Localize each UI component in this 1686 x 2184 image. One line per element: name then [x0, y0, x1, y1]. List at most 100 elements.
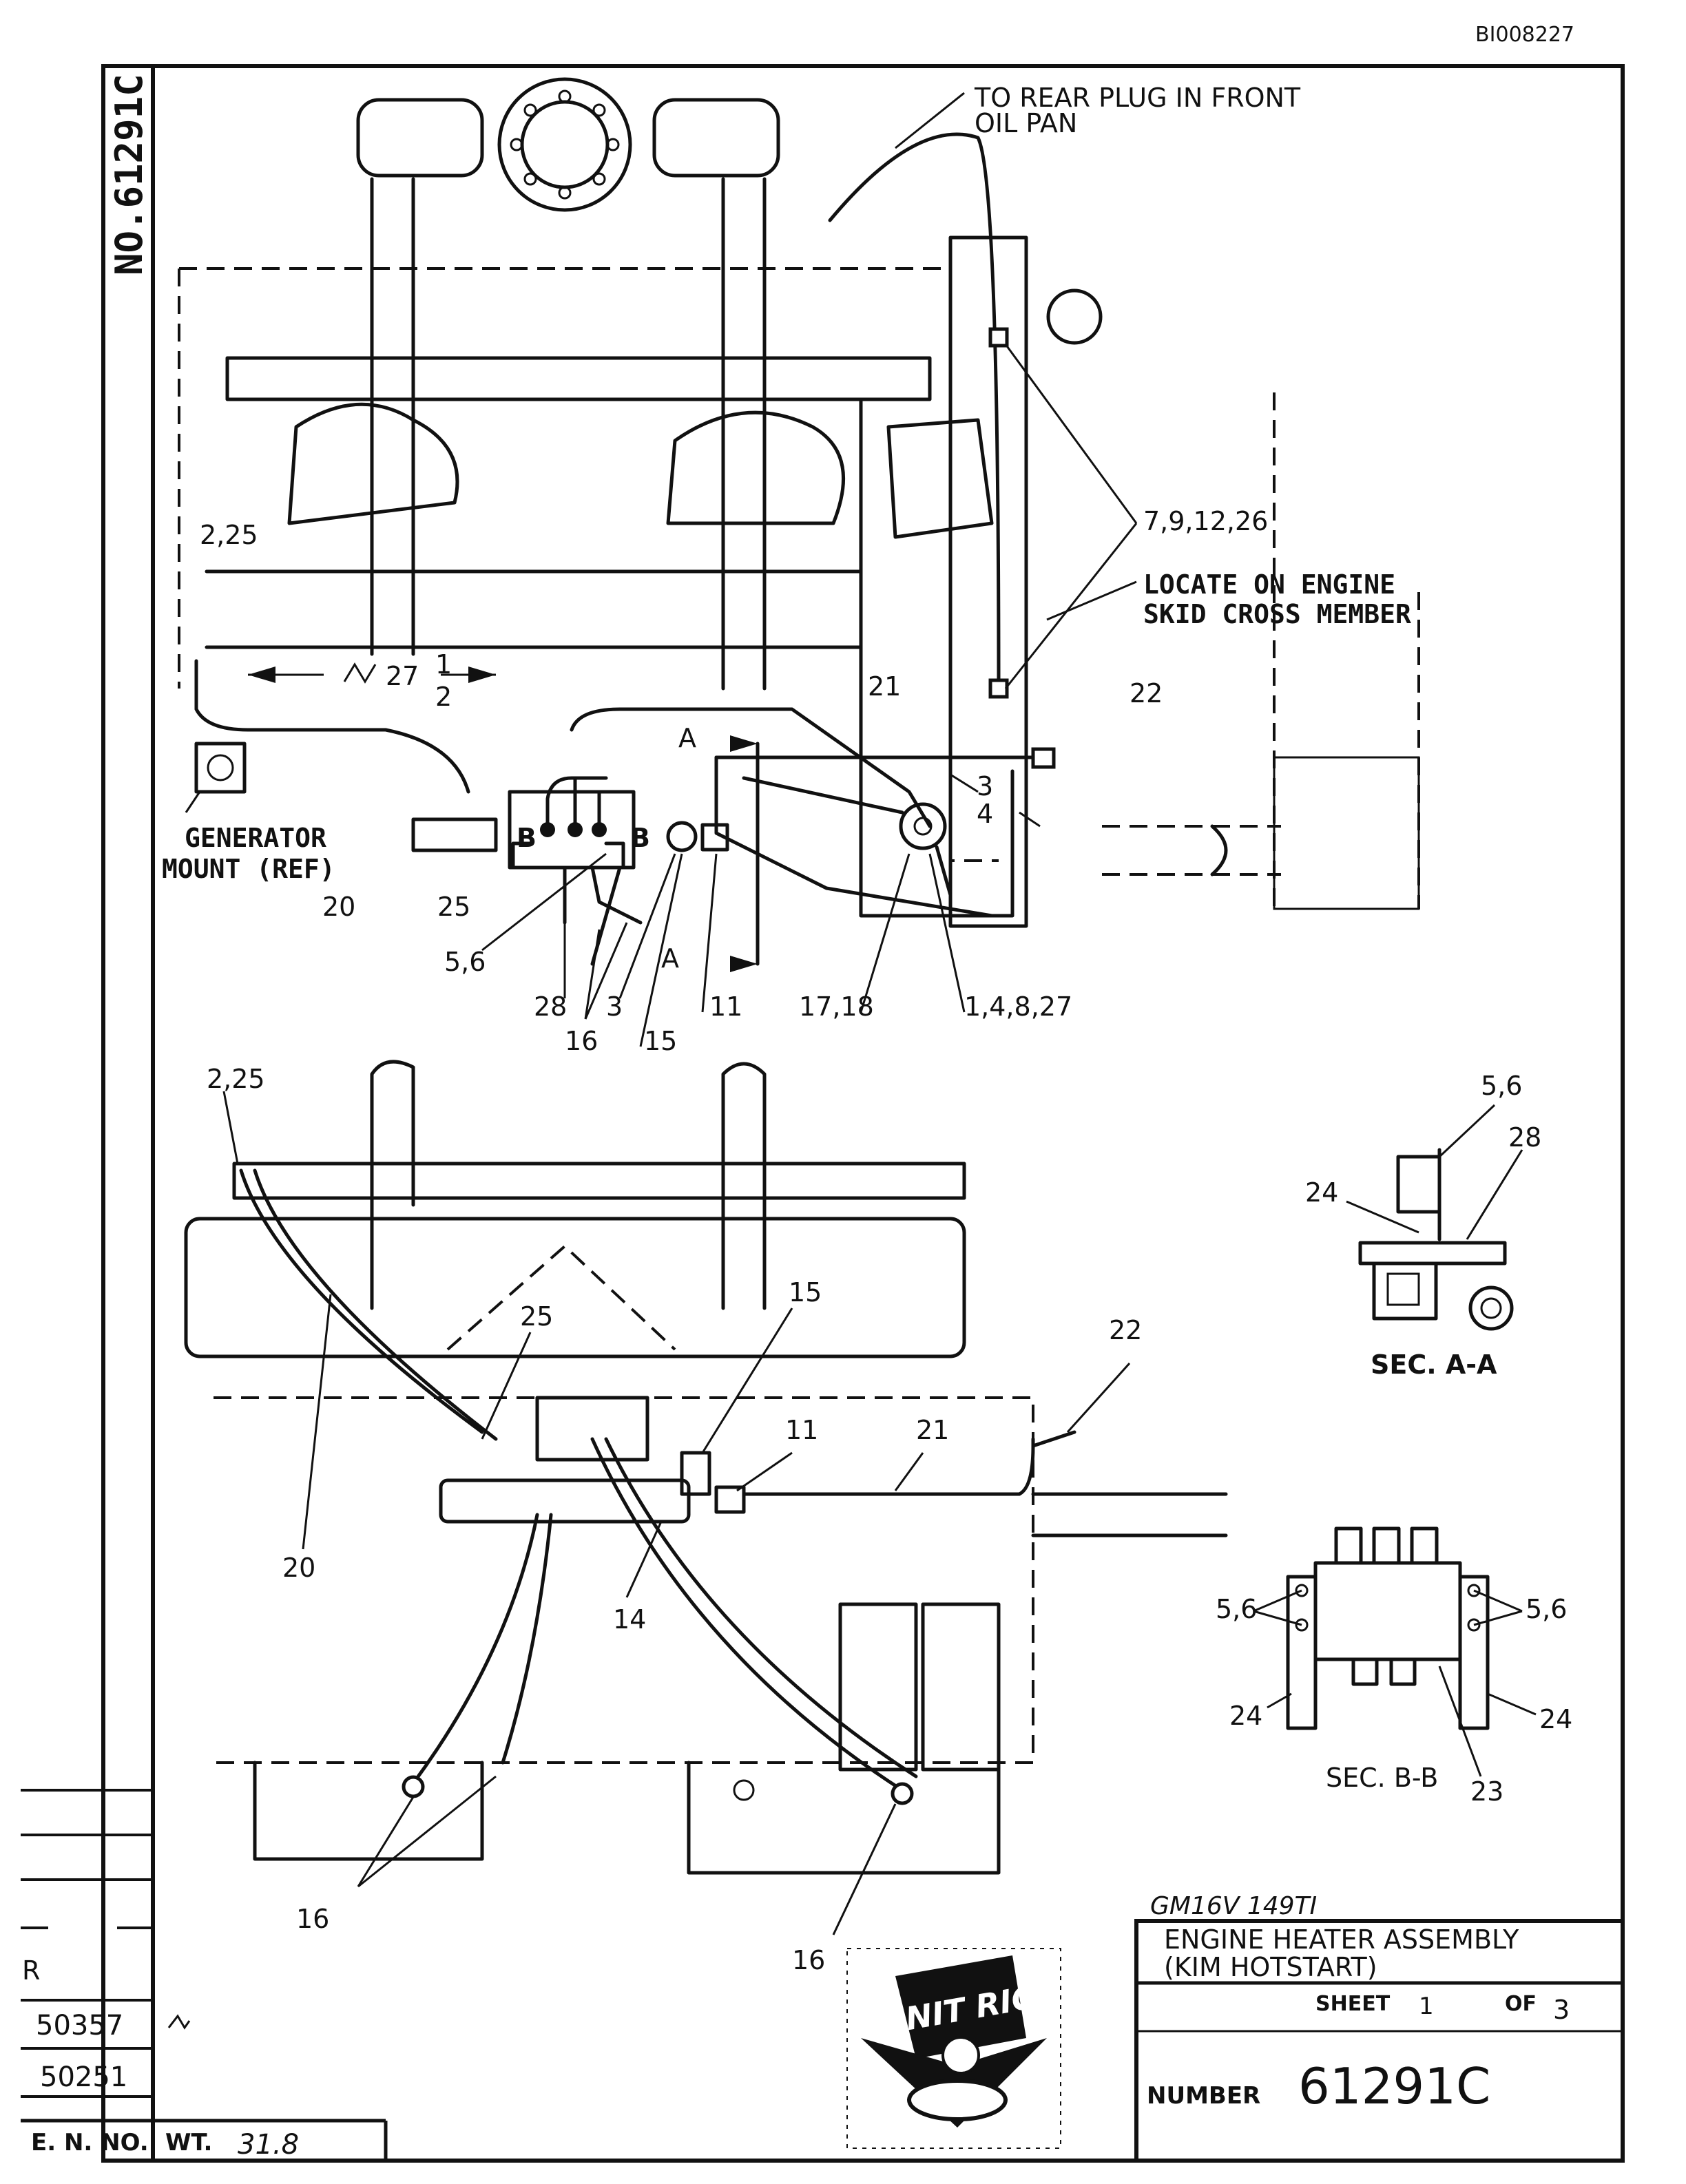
logo-globe: [941, 2036, 980, 2075]
wire-16-left: [411, 1513, 553, 1785]
callout-20-side: 20: [282, 1553, 315, 1583]
callout-17-18: 17,18: [799, 991, 874, 1022]
callout-28: 28: [534, 991, 567, 1022]
sec-aa-28: 28: [1508, 1122, 1541, 1153]
leader-22-side: [1066, 1362, 1131, 1434]
callout-15: 15: [644, 1026, 677, 1056]
en-no-label: E. N. NO.: [31, 2129, 149, 2156]
leader-locate: [1046, 580, 1137, 621]
leader-3: [618, 853, 676, 999]
sec-bb-bolt-lt: [1295, 1584, 1309, 1597]
heater-unit-side: [535, 1396, 649, 1462]
callout-25-side: 25: [520, 1301, 553, 1332]
sec-bb-body: [1313, 1561, 1462, 1661]
fitting-11-side: [714, 1485, 746, 1514]
sec-bb-fittings-bottom: [1351, 1657, 1417, 1686]
sec-aa-bracket: [1396, 1155, 1442, 1214]
filter-right: [921, 1602, 1001, 1772]
sec-aa-wheel: [1468, 1285, 1514, 1331]
sheet-value: 1: [1419, 1993, 1434, 2020]
leader-2-25-side: [222, 1091, 239, 1164]
callout-7-9-12-26: 7,9,12,26: [1143, 506, 1268, 536]
callout-1-4-8-27: 1,4,8,27: [964, 991, 1072, 1022]
sec-bb-5-6-right: 5,6: [1526, 1594, 1567, 1624]
callout-20: 20: [322, 892, 355, 922]
sec-aa-24: 24: [1305, 1177, 1338, 1208]
doc-id: BI008227: [1475, 23, 1574, 47]
upper-exhaust-manifold: [232, 1162, 966, 1200]
leader-17-18: [860, 853, 910, 1013]
oil-line-to-rear-plug: [828, 132, 1001, 691]
dim-arrow-right: [468, 666, 496, 683]
sec-bb-bracket-right: [1458, 1575, 1490, 1730]
of-label: OF: [1505, 1992, 1537, 2016]
section-b-label-right: B: [630, 823, 650, 853]
callout-oil-pan: OIL PAN: [975, 108, 1077, 138]
callout-16: 16: [565, 1026, 598, 1056]
title-line-1: ENGINE HEATER ASSEMBLY: [1164, 1924, 1519, 1955]
engine-head-side: [184, 1217, 966, 1358]
sec-aa-block: [1372, 1261, 1438, 1321]
downpipe-right: [721, 177, 767, 691]
tube-21-side: [742, 1437, 1035, 1496]
sec-bb-title: SEC. B-B: [1326, 1763, 1438, 1793]
turbo-right-side: [721, 1062, 767, 1310]
frame-pipe-end: [1210, 824, 1228, 876]
engine-lower-side: [214, 1396, 1034, 1764]
sheet-label: SHEET: [1315, 1992, 1391, 2016]
title-line-2: (KIM HOTSTART): [1164, 1952, 1377, 1982]
dim-34-num: 3: [977, 771, 993, 801]
fitting-11: [700, 823, 729, 852]
section-a-arrow-top: [730, 735, 758, 752]
section-a-label-bottom: A: [661, 943, 679, 974]
dim-27: 27: [386, 661, 419, 691]
callout-generator-2: MOUNT (REF): [162, 854, 335, 884]
sec-aa-leaders: [1346, 1104, 1523, 1240]
leader-1-4-8-27: [928, 853, 966, 1013]
engine-mid-rail: [205, 569, 863, 649]
frame-pipe: [1102, 825, 1281, 876]
unit-rig-logo: UNIT RIG: [846, 1948, 1061, 2149]
skid-cross-member: [1273, 392, 1420, 909]
engine-upper-rail: [225, 356, 932, 401]
hose-20: [194, 659, 470, 794]
sec-aa-wheel-hub: [1480, 1297, 1502, 1319]
sump-drain: [733, 1779, 755, 1801]
generator-mount-hole: [207, 754, 234, 781]
sheet-border: [101, 64, 1625, 2163]
engine-sump: [253, 1692, 1001, 1875]
number-label: NUMBER: [1147, 2082, 1260, 2110]
section-b-label-left: B: [517, 823, 537, 853]
rev-letter: R: [22, 1955, 40, 1986]
plug-16-left: [402, 1775, 425, 1798]
valve-15-side: [680, 1451, 711, 1496]
dim-34-den: 4: [977, 799, 993, 829]
callout-generator-1: GENERATOR: [185, 823, 326, 853]
callout-16-left-side: 16: [296, 1904, 329, 1934]
fitting-22: [1031, 747, 1056, 769]
sec-bb-24-left: 24: [1229, 1701, 1262, 1731]
turbo-right: [652, 98, 780, 178]
callout-14-side: 14: [613, 1604, 646, 1635]
sec-bb-5-6-left: 5,6: [1216, 1594, 1257, 1624]
plug-16-right: [891, 1782, 914, 1805]
callout-to-rear-plug: TO REAR PLUG IN FRONT: [974, 83, 1301, 113]
skid-member: [1273, 756, 1420, 910]
frame-rail-side: [1031, 1492, 1228, 1537]
heater-tube-main: [570, 707, 932, 828]
dim-half-num: 1: [435, 649, 452, 680]
valve-25: [411, 817, 498, 852]
sec-bb-24-right: 24: [1539, 1704, 1572, 1734]
logo-shield: [895, 1955, 1026, 2059]
callout-22-side: 22: [1109, 1315, 1142, 1345]
heater-manifold-side: [439, 1478, 691, 1524]
leader-5-6: [481, 852, 607, 952]
revision-block: R 50357 50251 E. N. NO. WT. 31.8: [21, 1789, 388, 2161]
heater-element-17-18: [899, 802, 947, 850]
generator-leader: [185, 791, 201, 813]
hose-20-side: [239, 1168, 498, 1441]
engine-block-outline: [178, 267, 999, 862]
section-aa: 5,6 28 24 SEC. A-A: [1305, 1071, 1541, 1380]
generator-mount: [194, 742, 247, 794]
